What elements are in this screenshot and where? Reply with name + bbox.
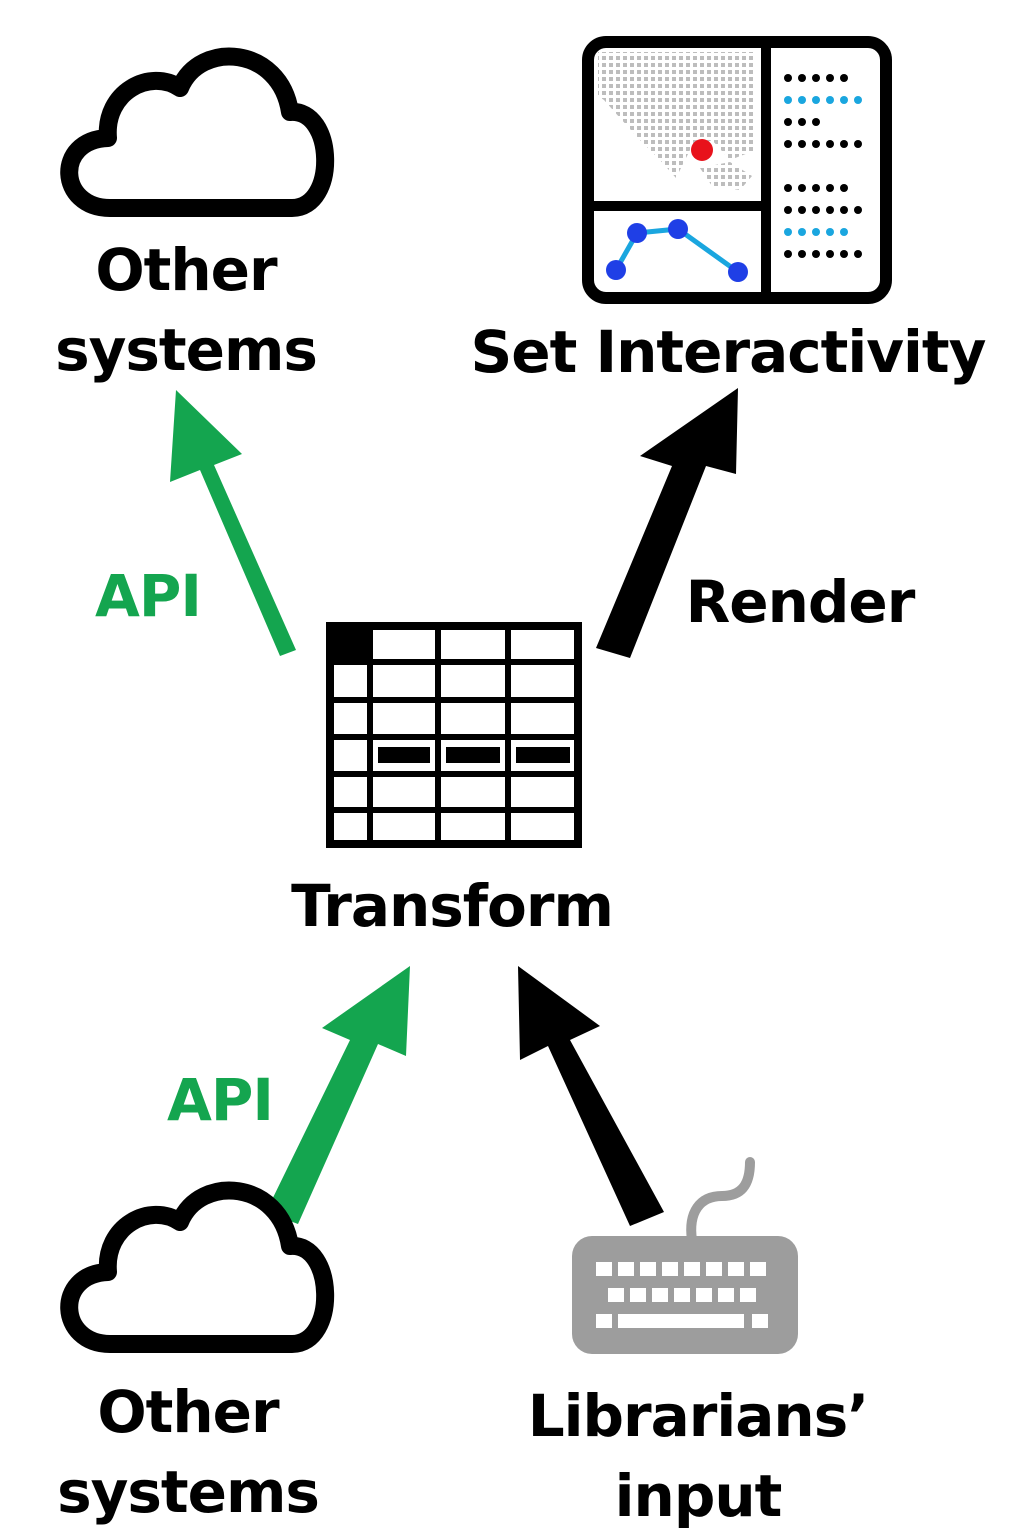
dot-list-dot (812, 184, 820, 192)
keyboard-key (608, 1288, 624, 1302)
keyboard-key (652, 1288, 668, 1302)
dot-list-dot (854, 140, 862, 148)
dot-list-dot (784, 228, 792, 236)
other-systems-top-label-line2: systems (55, 316, 317, 384)
dot-list-dot (840, 228, 848, 236)
keyboard-key (752, 1314, 768, 1328)
dot-list-dot (812, 228, 820, 236)
dot-list-dot (812, 250, 820, 258)
dot-list-dot (784, 206, 792, 214)
keyboard-key (684, 1262, 700, 1276)
dot-list-dot (826, 228, 834, 236)
dot-list-dot (784, 96, 792, 104)
map-thumbnail (598, 52, 756, 190)
api-label-top: API (95, 562, 201, 630)
dot-list-dot (812, 206, 820, 214)
keyboard-key (740, 1288, 756, 1302)
other-systems-bottom-label-line2: systems (57, 1458, 319, 1526)
keyboard-key (640, 1262, 656, 1276)
api-arrow-to-transform (266, 966, 410, 1224)
keyboard-key (618, 1262, 634, 1276)
dot-list-dot (798, 96, 806, 104)
line-chart-thumbnail (606, 219, 748, 282)
dot-list-dot (826, 250, 834, 258)
dot-list-dot (840, 184, 848, 192)
dot-list-dot (840, 96, 848, 104)
dashboard-icon (582, 36, 892, 304)
keyboard-key (750, 1262, 766, 1276)
cloud-icon (60, 47, 335, 217)
dot-list-dot (784, 140, 792, 148)
cloud-icon (60, 1181, 335, 1353)
librarians-input-label-line1: Librarians’ (528, 1382, 869, 1450)
dot-list-dot (784, 118, 792, 126)
dot-list-dot (798, 184, 806, 192)
dot-list-dot (854, 250, 862, 258)
keyboard-key (630, 1288, 646, 1302)
api-label-bottom: API (167, 1066, 273, 1134)
dot-list-dot (784, 74, 792, 82)
dot-list-dot (784, 184, 792, 192)
dot-list-dot (854, 96, 862, 104)
dot-list-dot (840, 206, 848, 214)
keyboard-key (596, 1262, 612, 1276)
api-arrow-to-other-systems (170, 390, 296, 656)
dot-list-dot (854, 206, 862, 214)
keyboard-key (696, 1288, 712, 1302)
dot-list-dot (840, 250, 848, 258)
render-label: Render (686, 568, 916, 636)
dot-list-dot (812, 74, 820, 82)
dot-list-dot (798, 228, 806, 236)
dot-list-dot (784, 250, 792, 258)
keyboard-key (728, 1262, 744, 1276)
dot-list-panel (784, 74, 862, 258)
dot-list-dot (826, 184, 834, 192)
dot-list-dot (826, 96, 834, 104)
table-grid-icon (326, 622, 582, 848)
map-marker-dot (691, 139, 713, 161)
dot-list-dot (812, 118, 820, 126)
keyboard-key (662, 1262, 678, 1276)
dot-list-dot (812, 96, 820, 104)
keyboard-key (596, 1314, 612, 1328)
dot-list-dot (798, 250, 806, 258)
set-interactivity-label: Set Interactivity (471, 318, 986, 386)
dot-list-dot (826, 74, 834, 82)
keyboard-key (674, 1288, 690, 1302)
dot-list-dot (798, 118, 806, 126)
other-systems-top-label-line1: Other (95, 236, 278, 304)
dot-list-dot (826, 206, 834, 214)
keyboard-key (706, 1262, 722, 1276)
keyboard-icon (572, 1157, 798, 1354)
keyboard-key (718, 1288, 734, 1302)
dot-list-dot (840, 140, 848, 148)
librarians-input-label-line2: input (615, 1462, 782, 1530)
render-arrow-to-set-interactivity (596, 388, 738, 658)
dot-list-dot (812, 140, 820, 148)
dot-list-dot (798, 140, 806, 148)
keyboard-keys (596, 1262, 768, 1328)
librarians-arrow-to-transform (518, 966, 664, 1226)
dot-list-dot (826, 140, 834, 148)
transform-label: Transform (291, 872, 613, 940)
dot-list-dot (798, 74, 806, 82)
dot-list-dot (840, 74, 848, 82)
dot-list-dot (798, 206, 806, 214)
other-systems-bottom-label-line1: Other (97, 1378, 280, 1446)
keyboard-key (618, 1314, 744, 1328)
